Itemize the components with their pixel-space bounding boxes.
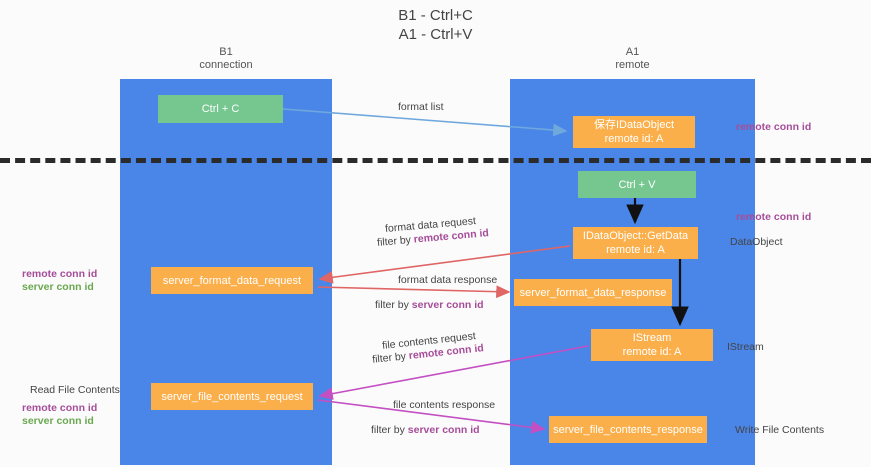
edge-label-format-data-response-text: format data response	[398, 274, 498, 286]
node-istream-sub: remote id: A	[622, 346, 682, 358]
edge-label-file-contents-response-text: file contents response	[393, 399, 496, 411]
filter-key: server conn id	[411, 299, 484, 311]
lane-header-a1-subtitle: remote	[615, 59, 650, 71]
edge-file-contents-response	[317, 399, 546, 434]
annotation-left-remote-conn-id-bottom: remote conn id	[22, 402, 98, 414]
lane-header-b1-subtitle: connection	[199, 59, 253, 71]
annotation-left-remote-conn-id-mid: remote conn id	[22, 268, 98, 280]
annotation-data-object: DataObject	[730, 236, 783, 248]
node-server-file-contents-response[interactable]: server_file_contents_response	[549, 416, 707, 443]
node-ctrl-c-label: Ctrl + C	[201, 103, 240, 115]
node-istream[interactable]: IStream remote id: A	[591, 329, 713, 361]
diagram-title-line-1: B1 - Ctrl+C	[398, 7, 473, 24]
annotation-write-file-contents: Write File Contents	[735, 424, 825, 436]
node-get-data-sub: remote id: A	[606, 244, 665, 256]
edge-label-format-data-response: format data response	[398, 274, 497, 287]
edge-format-data-response	[317, 285, 511, 299]
node-server-file-contents-request-label: server_file_contents_request	[161, 390, 303, 403]
edge-format-list	[282, 108, 568, 137]
node-server-file-contents-request[interactable]: server_file_contents_request	[151, 383, 313, 410]
edge-label-format-data-response-filter: filter by server conn id	[375, 299, 484, 312]
edge-label-file-contents-response: file contents response	[393, 399, 495, 412]
node-get-data[interactable]: IDataObject::GetData remote id: A	[573, 227, 698, 259]
annotation-left-server-conn-id-mid: server conn id	[22, 281, 94, 293]
annotation-read-file-contents: Read File Contents	[30, 384, 120, 396]
edge-label-file-contents-response-filter: filter by server conn id	[371, 424, 480, 437]
node-server-file-contents-response-label: server_file_contents_response	[553, 423, 703, 436]
edge-file-contents-request	[318, 345, 589, 400]
filter-key: server conn id	[407, 424, 480, 436]
node-server-format-data-response-label: server_format_data_response	[519, 286, 667, 299]
diagram-title-line-2: A1 - Ctrl+V	[398, 26, 473, 43]
lane-header-b1-name: B1	[219, 46, 233, 58]
node-ctrl-v[interactable]: Ctrl + V	[578, 171, 696, 198]
lane-header-a1-name: A1	[625, 46, 640, 58]
filter-prefix: filter by	[375, 299, 412, 311]
annotation-left-server-conn-id-bottom: server conn id	[22, 415, 94, 427]
node-data-object-sub: remote id: A	[604, 133, 664, 145]
node-server-format-data-request[interactable]: server_format_data_request	[151, 267, 313, 294]
lane-header-b1: B1 connection	[120, 46, 332, 72]
filter-prefix: filter by	[371, 424, 408, 436]
node-data-object-label: 保存IDataObject	[593, 119, 675, 131]
edge-format-data-request	[318, 245, 571, 284]
filter-prefix: filter by	[376, 233, 415, 249]
annotation-remote-conn-id-top: remote conn id	[736, 121, 812, 133]
node-ctrl-v-label: Ctrl + V	[618, 178, 656, 191]
diagram-title: B1 - Ctrl+C A1 - Ctrl+V	[0, 6, 871, 44]
annotation-left-conn-ids-mid: remote conn id server conn id	[22, 268, 97, 294]
filter-prefix: filter by	[371, 350, 410, 366]
node-data-object[interactable]: 保存IDataObject remote id: A	[573, 116, 695, 148]
node-get-data-label: IDataObject::GetData	[582, 230, 689, 242]
annotation-remote-conn-id-mid: remote conn id	[736, 211, 812, 223]
node-server-format-data-response[interactable]: server_format_data_response	[514, 279, 672, 306]
annotation-istream: IStream	[727, 341, 764, 353]
node-server-format-data-request-label: server_format_data_request	[162, 274, 302, 287]
annotation-left-conn-ids-bottom: remote conn id server conn id	[22, 402, 97, 428]
edge-label-format-list: format list	[398, 101, 444, 114]
node-ctrl-c[interactable]: Ctrl + C	[158, 95, 283, 123]
node-istream-label: IStream	[632, 332, 672, 344]
edge-label-format-list-text: format list	[398, 101, 444, 113]
lane-header-a1: A1 remote	[510, 46, 755, 72]
phase-divider	[0, 158, 871, 163]
